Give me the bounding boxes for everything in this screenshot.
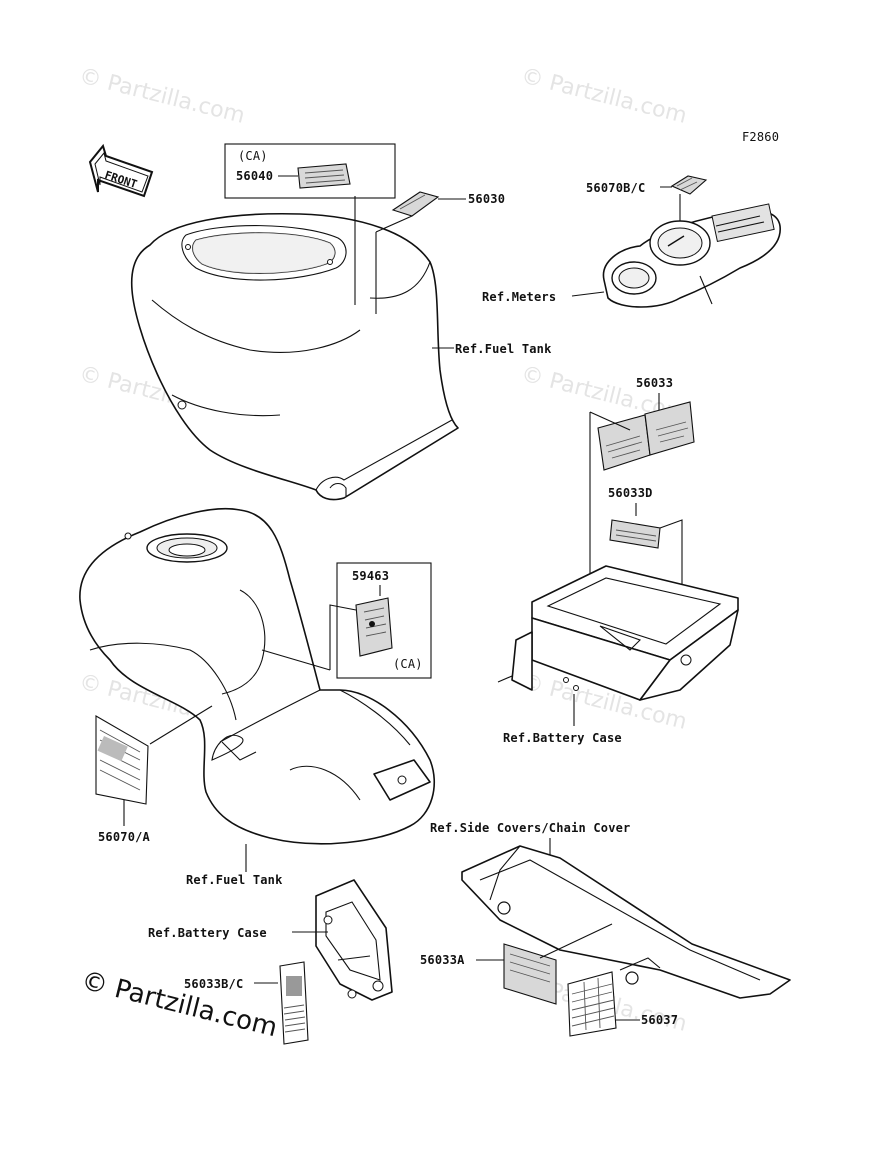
fuel-tank-top	[130, 212, 459, 501]
chain-cover	[461, 845, 791, 999]
label-56037: 56037	[641, 1013, 678, 1027]
label-ref-battery-case-left: Ref.Battery Case	[148, 926, 267, 940]
label-56033a: 56033A	[420, 953, 465, 967]
fuel-tank-bottom	[79, 507, 436, 845]
label-56030: 56030	[468, 192, 505, 206]
front-arrow-icon: FRONT	[88, 143, 154, 198]
decal-56033d	[609, 519, 661, 549]
decal-56037	[567, 971, 617, 1037]
label-ref-fuel-tank-bottom: Ref.Fuel Tank	[186, 873, 283, 887]
leader-line	[329, 604, 357, 670]
watermark: © Partzilla.com	[77, 64, 248, 129]
leader-line	[149, 705, 213, 745]
leader-line	[261, 649, 331, 671]
decal-56033a	[503, 943, 557, 1005]
battery-case-right	[497, 565, 739, 701]
decal-56033bc	[279, 961, 309, 1045]
label-ref-battery-case-right: Ref.Battery Case	[503, 731, 622, 745]
label-ca-top: (CA)	[238, 149, 268, 163]
decal-56070bc	[670, 175, 708, 195]
label-56070bc: 56070B/C	[586, 181, 645, 195]
decal-56040	[297, 163, 351, 189]
leader-line	[539, 923, 613, 959]
label-56033d: 56033D	[608, 486, 653, 500]
decal-56033	[597, 401, 695, 471]
leader-line	[571, 291, 605, 297]
copyright-logo: © Partzilla.com	[78, 966, 280, 1044]
ca-group-box-59463	[336, 562, 432, 679]
decal-56030	[391, 191, 440, 217]
meter-cluster	[602, 203, 781, 308]
ca-group-box	[224, 143, 396, 199]
figure-code: F2860	[742, 130, 779, 144]
leader-line	[589, 411, 631, 431]
label-56040: 56040	[236, 169, 273, 183]
label-ref-side-covers: Ref.Side Covers/Chain Cover	[430, 821, 630, 835]
leader-line	[375, 215, 413, 314]
battery-case-left	[315, 879, 393, 1001]
label-ref-fuel-tank-top: Ref.Fuel Tank	[455, 342, 552, 356]
label-59463: 59463	[352, 569, 389, 583]
decal-59463	[355, 597, 393, 657]
label-56033: 56033	[636, 376, 673, 390]
decal-56070a	[95, 715, 149, 805]
label-ca-mid: (CA)	[393, 657, 423, 671]
label-56033bc: 56033B/C	[184, 977, 243, 991]
label-56070a: 56070/A	[98, 830, 151, 844]
watermark: © Partzilla.com	[519, 64, 690, 129]
label-ref-meters: Ref.Meters	[482, 290, 556, 304]
